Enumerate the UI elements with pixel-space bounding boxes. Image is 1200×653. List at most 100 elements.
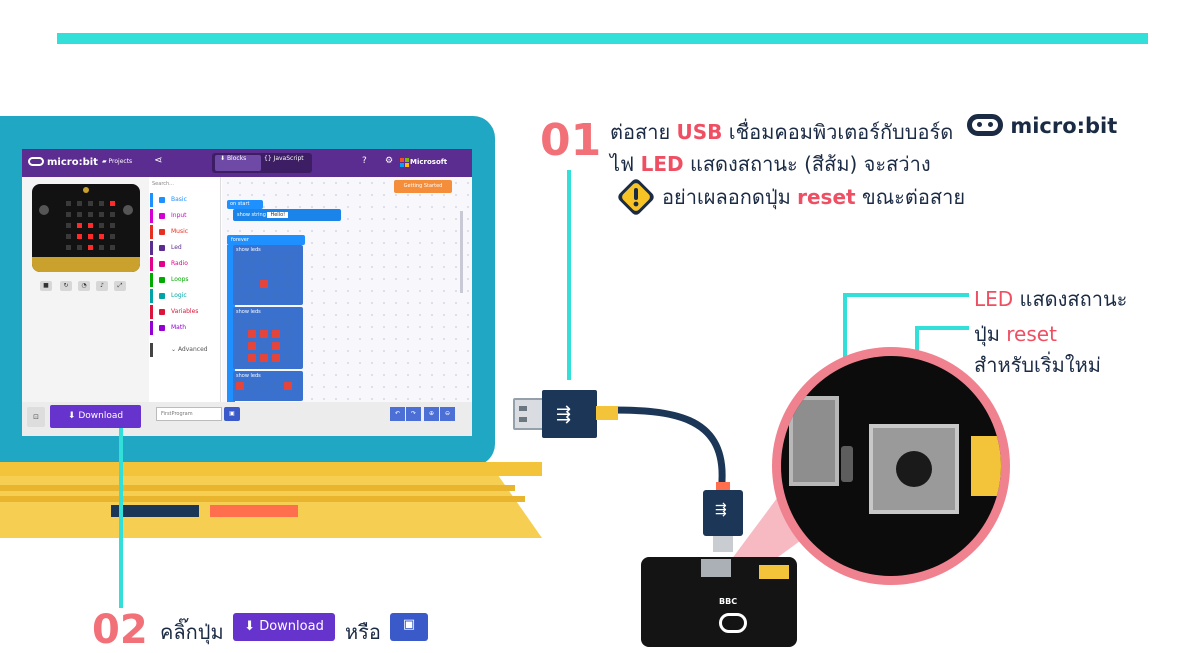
- tab-javascript[interactable]: {} JavaScript: [264, 155, 304, 162]
- led-grid: [236, 318, 300, 362]
- forever-bracket: [227, 245, 235, 405]
- reset-button-label: ปุ่ม reset: [974, 322, 1057, 346]
- download-button[interactable]: ⬇ Download: [50, 405, 141, 428]
- step-2-download-button: ⬇ Download: [233, 613, 335, 641]
- step-2-save-icon: ▣: [390, 613, 428, 641]
- board-battery-connector: [759, 565, 789, 579]
- keyboard-row: [0, 485, 515, 491]
- micro-usb-plug: [713, 536, 733, 552]
- trackpad-right: [210, 505, 298, 517]
- microbit-logo-icon: [719, 613, 747, 633]
- tab-blocks[interactable]: ⬇ Blocks: [220, 155, 247, 162]
- block-show-leds-1[interactable]: show leds: [233, 245, 303, 305]
- top-accent-bar: [57, 33, 1148, 44]
- settings-gear-icon[interactable]: ⚙: [385, 156, 394, 166]
- redo-icon[interactable]: ↷: [406, 407, 421, 421]
- toolbox-advanced[interactable]: ⌄ Advanced: [150, 343, 220, 357]
- simulator-led-matrix: [39, 187, 133, 250]
- toolbox-item-basic[interactable]: Basic: [150, 193, 220, 207]
- zoom-detail: [781, 356, 1001, 576]
- block-on-start[interactable]: on start: [227, 200, 263, 209]
- step1-callout-line: [567, 170, 571, 380]
- editor-logo[interactable]: micro:bit: [28, 157, 98, 168]
- block-show-string[interactable]: show string Hello!: [233, 209, 341, 221]
- category-icon: [159, 309, 165, 315]
- block-forever[interactable]: forever: [227, 235, 305, 245]
- restart-icon[interactable]: ↻: [60, 281, 72, 291]
- led-status-label: LED แสดงสถานะ: [974, 287, 1128, 311]
- warning-icon: [616, 177, 656, 217]
- download-callout-line: [119, 428, 123, 608]
- project-name-input[interactable]: FirstProgram: [156, 407, 222, 421]
- step-2-text: คลิ๊กปุ่ม: [160, 620, 224, 644]
- usb-a-housing: ⇶: [542, 390, 597, 438]
- category-icon: [159, 245, 165, 251]
- toolbox-item-math[interactable]: Math: [150, 321, 220, 335]
- undo-icon[interactable]: ↶: [390, 407, 405, 421]
- makecode-editor-screen: micro:bit ▰ Projects ⋖ ⬇ Blocks {} JavaS…: [22, 149, 472, 436]
- simulator-edge-pins: [32, 257, 140, 272]
- toolbox-item-input[interactable]: Input: [150, 209, 220, 223]
- toolbox-item-led[interactable]: Led: [150, 241, 220, 255]
- toolbox-item-variables[interactable]: Variables: [150, 305, 220, 319]
- microbit-board-back: BBC: [641, 557, 797, 647]
- bbc-logo: BBC: [719, 597, 738, 606]
- toolbox-item-logic[interactable]: Logic: [150, 289, 220, 303]
- category-icon: [159, 229, 165, 235]
- slowmo-icon[interactable]: ◔: [78, 281, 90, 291]
- collapse-simulator-icon[interactable]: ⊡: [27, 407, 45, 427]
- step-1-warning: อย่าเผลอกดปุ่ม reset ขณะต่อสาย: [662, 185, 966, 209]
- toolbox-item-music[interactable]: Music: [150, 225, 220, 239]
- toolbox-item-radio[interactable]: Radio: [150, 257, 220, 271]
- microbit-logo-icon: [967, 114, 1003, 136]
- microsoft-label: Microsoft: [410, 158, 448, 166]
- stop-icon[interactable]: ■: [40, 281, 52, 291]
- led-grid: [236, 382, 300, 390]
- battery-connector: [971, 436, 1001, 496]
- category-icon: [159, 197, 165, 203]
- category-icon: [159, 261, 165, 267]
- usb-symbol-icon: ⇶: [556, 404, 572, 425]
- block-show-leds-3[interactable]: show leds: [233, 371, 303, 401]
- step-1-line-2: ไฟ LED แสดงสถานะ (สีส้ม) จะสว่าง: [610, 152, 931, 176]
- keyboard-row: [0, 496, 525, 502]
- trackpad-left: [111, 505, 199, 517]
- workspace-scrollbar[interactable]: [460, 211, 463, 293]
- category-icon: [159, 325, 165, 331]
- step-1-line-1: ต่อสาย USB เชื่อมคอมพิวเตอร์กับบอร์ด: [610, 120, 954, 144]
- share-icon[interactable]: ⋖: [154, 155, 163, 166]
- board-usb-port: [701, 559, 731, 577]
- toolbox-item-loops[interactable]: Loops: [150, 273, 220, 287]
- help-icon[interactable]: ?: [362, 156, 367, 166]
- laptop-hinge: [0, 462, 542, 476]
- save-icon[interactable]: ▣: [224, 407, 240, 421]
- reset-button-desc: สำหรับเริ่มใหม่: [974, 353, 1101, 377]
- block-show-leds-2[interactable]: show leds: [233, 307, 303, 369]
- reset-button-zoom: [869, 424, 959, 514]
- category-icon: [159, 213, 165, 219]
- status-led: [841, 446, 853, 482]
- fullscreen-icon[interactable]: ⤢: [114, 281, 126, 291]
- microsoft-logo-icon: [400, 158, 409, 167]
- step-1-number: 01: [540, 115, 602, 166]
- micro-usb-housing: ⇶: [703, 490, 743, 536]
- usb-port: [789, 396, 839, 486]
- projects-button[interactable]: ▰ Projects: [102, 158, 133, 165]
- usb-cable: [610, 406, 726, 500]
- toolbox-search[interactable]: Search...: [152, 181, 174, 187]
- zoom-out-icon[interactable]: ⊖: [440, 407, 455, 421]
- step-2-or: หรือ: [345, 620, 381, 644]
- category-icon: [159, 293, 165, 299]
- led-callout-line-h: [843, 293, 969, 297]
- usb-collar: [596, 406, 618, 420]
- usb-a-plug: [513, 398, 545, 430]
- led-grid: [236, 256, 300, 300]
- sound-icon[interactable]: ♪: [96, 281, 108, 291]
- getting-started-button[interactable]: Getting Started: [394, 180, 452, 193]
- tab-blocks-bg: [215, 155, 261, 171]
- zoom-in-icon[interactable]: ⊕: [424, 407, 439, 421]
- step-2-number: 02: [92, 607, 148, 653]
- micro-usb-collar: [716, 482, 730, 492]
- category-icon: [159, 277, 165, 283]
- reset-callout-line-h: [915, 326, 969, 330]
